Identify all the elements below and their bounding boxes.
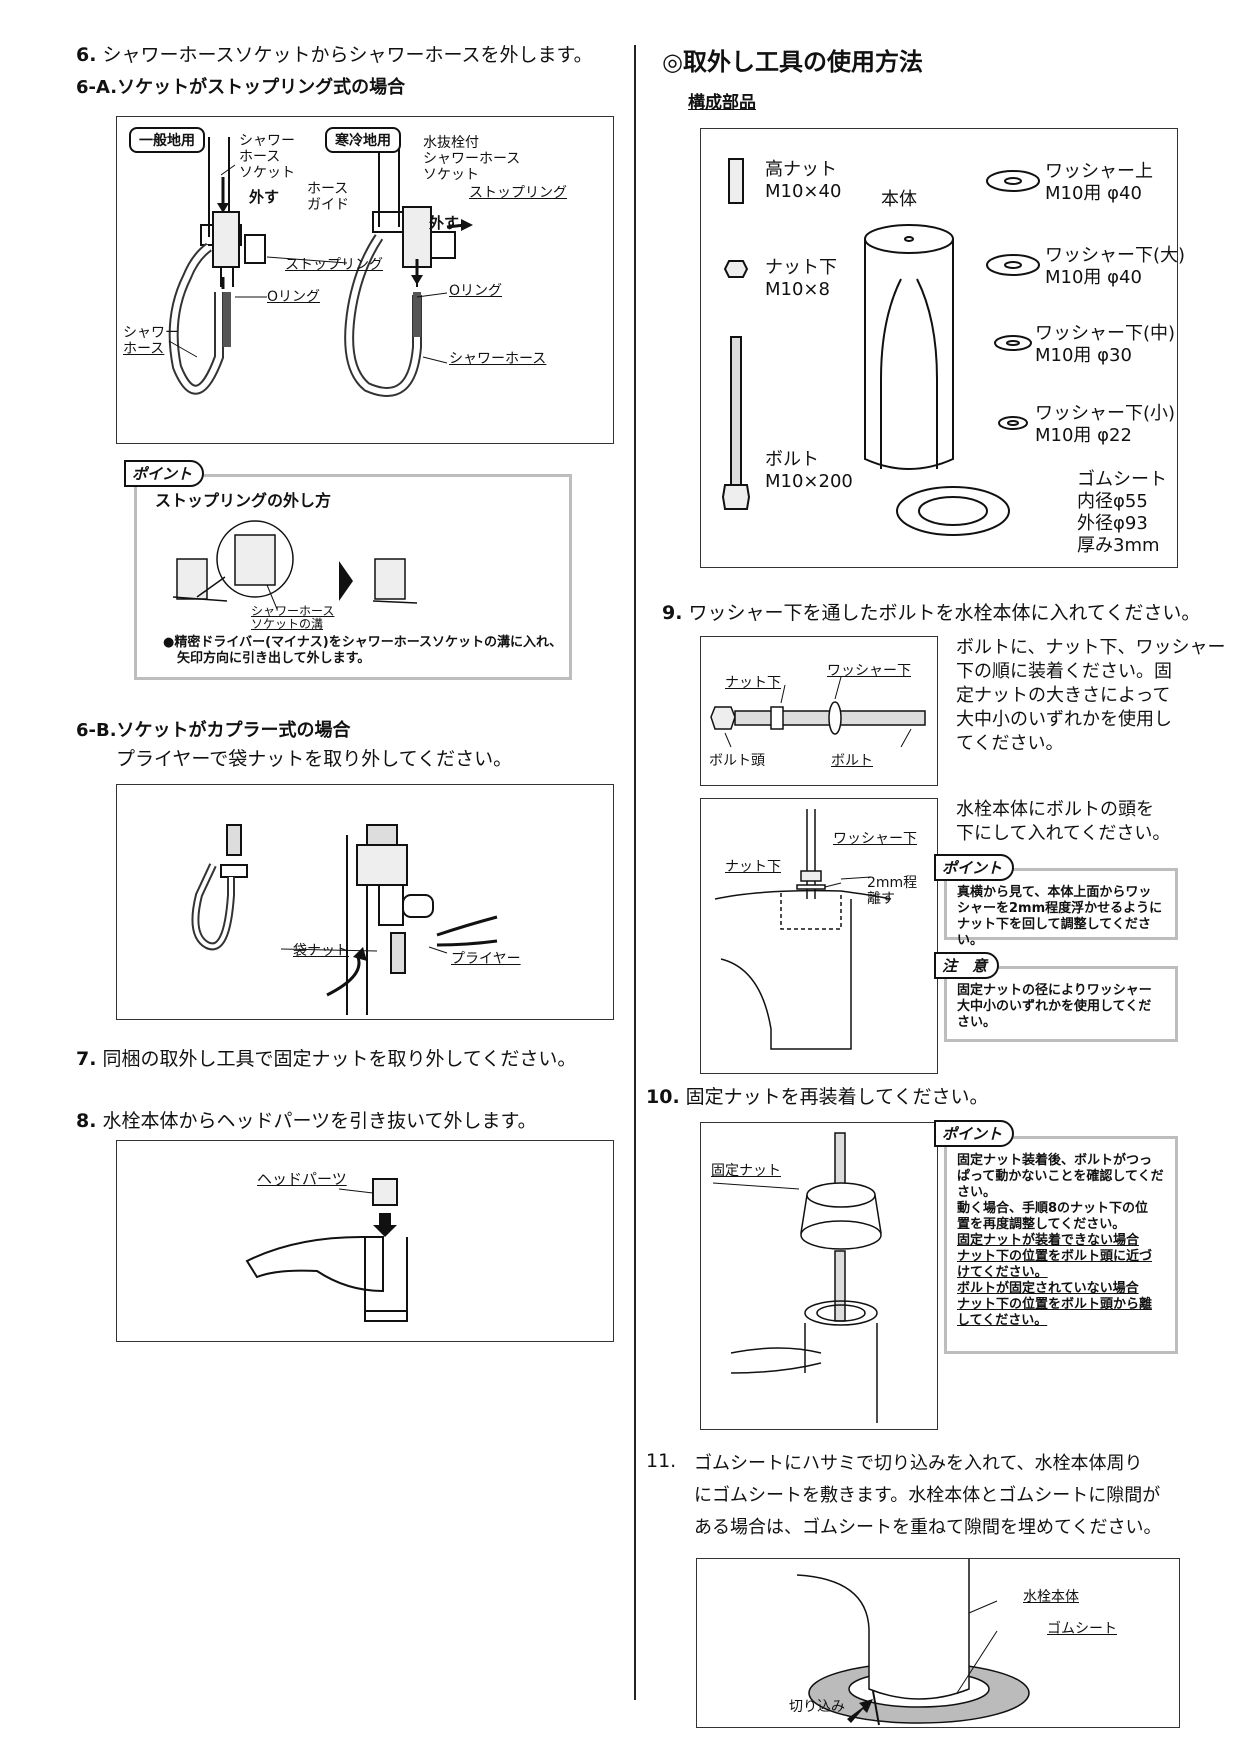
point-text: 真横から見て、本体上面からワッシャーを2mm程度浮かせるようにナット下を回して調… (957, 885, 1163, 948)
label-head-parts: ヘッドパーツ (257, 1170, 347, 1188)
label-stopring-2: ストップリング (469, 185, 567, 201)
fixed-nut-illustration (712, 1132, 882, 1423)
label-fixed-nut: 固定ナット (711, 1163, 781, 1179)
label-hose-guide: ホースガイド (307, 181, 349, 213)
coupler-illustration (191, 824, 498, 1015)
figure-bolt-assembly: ナット下 ワッシャー下 ボルト頭 ボルト (700, 636, 938, 786)
label-oring-2: Oリング (449, 283, 503, 299)
step-text: 固定ナットを再装着してください。 (685, 1086, 989, 1108)
caution-tag-step9: 注 意 (934, 952, 1000, 979)
step-6: 6.シャワーホースソケットからシャワーホースを外します。 (76, 42, 593, 68)
head-parts-illustration (245, 1178, 408, 1322)
part-washer-small: ワッシャー下(小)M10用 φ22 (1035, 403, 1176, 446)
label-gap: 2mm程離す (867, 875, 918, 907)
step-11-text: ゴムシートにハサミで切り込みを入れて、水栓本体周りにゴムシートを敷きます。水栓本… (694, 1453, 1162, 1538)
stopring-illustration (168, 137, 473, 397)
point-box-stopring: ストップリングの外し方 シャワーホースソケットの溝 ●精密ドライバー(マイナス)… (134, 474, 572, 680)
point-tag: ポイント (124, 460, 205, 487)
label-cap-nut: 袋ナット (293, 943, 349, 959)
point-box-step10: 固定ナット装着後、ボルトがつっぱって動かないことを確認してください。 動く場合、… (944, 1136, 1178, 1354)
step-6a-title: 6-A.ソケットがストップリング式の場合 (76, 77, 406, 98)
label-shower-hose-2: シャワーホース (449, 351, 547, 367)
parts-illustration (721, 158, 1040, 536)
label-shower-hose-1: シャワーホース (123, 325, 179, 357)
step-6b-text: プライヤーで袋ナットを取り外してください。 (116, 748, 513, 770)
caution-text: 固定ナットの径によりワッシャー大中小のいずれかを使用してください。 (957, 983, 1152, 1030)
tag-cold-area: 寒冷地用 (325, 127, 401, 153)
part-washer-large: ワッシャー下(大)M10用 φ40 (1045, 245, 1186, 288)
step-8: 8.水栓本体からヘッドパーツを引き抜いて外します。 (76, 1108, 537, 1134)
step-number: 8. (76, 1110, 97, 1132)
step-9-desc-b: 水栓本体にボルトの頭を下にして入れてください。 (956, 799, 1171, 844)
label-drain-socket: 水抜栓付シャワーホースソケット (423, 135, 521, 183)
label-faucet-body: 水栓本体 (1023, 1589, 1079, 1605)
label-rubber-sheet: ゴムシート (1047, 1621, 1117, 1637)
part-washer-mid: ワッシャー下(中)M10用 φ30 (1035, 323, 1176, 366)
step-number: 6. (76, 44, 97, 66)
step-number: 10. (646, 1086, 680, 1108)
step-text: ワッシャー下を通したボルトを水栓本体に入れてください。 (688, 602, 1201, 624)
label-groove: シャワーホースソケットの溝 (251, 604, 335, 631)
label-cut: 切り込み (789, 1699, 845, 1715)
label-nut-lower: ナット下 (725, 675, 781, 691)
figure-fixed-nut: 固定ナット (700, 1122, 938, 1430)
label-nut-lower-2: ナット下 (725, 859, 781, 875)
step-text: 同梱の取外し工具で固定ナットを取り外してください。 (102, 1048, 577, 1070)
step-7: 7.同梱の取外し工具で固定ナットを取り外してください。 (76, 1046, 576, 1072)
bolt-assembly-illustration (710, 676, 926, 748)
point-text: 固定ナット装着後、ボルトがつっぱって動かないことを確認してください。 動く場合、… (957, 1153, 1164, 1328)
step-6b-title: 6-B.ソケットがカプラー式の場合 (76, 720, 351, 741)
point-title: ストップリングの外し方 (155, 491, 332, 510)
label-washer-lower: ワッシャー下 (827, 663, 911, 679)
step-10: 10.固定ナットを再装着してください。 (646, 1084, 989, 1110)
rubber-sheet-illustration (796, 1559, 1030, 1726)
step-text: 水栓本体からヘッドパーツを引き抜いて外します。 (102, 1110, 537, 1132)
step-9: 9.ワッシャー下を通したボルトを水栓本体に入れてください。 (662, 600, 1200, 626)
step-11-number: 11. (646, 1450, 677, 1472)
tag-general-area: 一般地用 (129, 127, 205, 153)
label-stopring-1: ストップリング (285, 257, 383, 273)
figure-coupler: 袋ナット プライヤー (116, 784, 614, 1020)
label-oring-1: Oリング (267, 289, 321, 305)
part-body: 本体 (881, 189, 917, 210)
label-bolt-head: ボルト頭 (709, 753, 765, 769)
bolt-insert-illustration (714, 809, 892, 1050)
step-9-desc-a: ボルトに、ナット下、ワッシャー下の順に装着ください。固定ナットの大きさによって大… (956, 637, 1226, 754)
figure-bolt-insert: ワッシャー下 ナット下 2mm程離す (700, 798, 938, 1074)
figure-rubber-sheet: 水栓本体 ゴムシート 切り込み (696, 1558, 1180, 1728)
step-number: 9. (662, 602, 683, 624)
section-title: ◎取外し工具の使用方法 (662, 48, 923, 76)
point-tag-step9: ポイント (934, 854, 1015, 881)
label-remove-1: 外す (249, 188, 280, 206)
label-remove-2: 外す (429, 214, 460, 232)
step-text: シャワーホースソケットからシャワーホースを外します。 (102, 44, 593, 66)
label-bolt: ボルト (831, 753, 873, 769)
point-note: ●精密ドライバー(マイナス)をシャワーホースソケットの溝に入れ、矢印方向に引き出… (163, 635, 563, 666)
figure-head-parts: ヘッドパーツ (116, 1140, 614, 1342)
label-shower-hose-socket: シャワーホースソケット (239, 133, 295, 181)
stopring-removal-illustration (172, 520, 418, 610)
step-number: 7. (76, 1048, 97, 1070)
parts-title: 構成部品 (688, 93, 756, 113)
label-washer-lower-2: ワッシャー下 (833, 831, 917, 847)
figure-stopring: 一般地用 寒冷地用 シャワーホースソケット 外す ストップリング Oリング シャ… (116, 116, 614, 444)
column-divider (634, 45, 636, 1700)
label-pliers: プライヤー (451, 951, 521, 967)
point-tag-step10: ポイント (934, 1120, 1015, 1147)
